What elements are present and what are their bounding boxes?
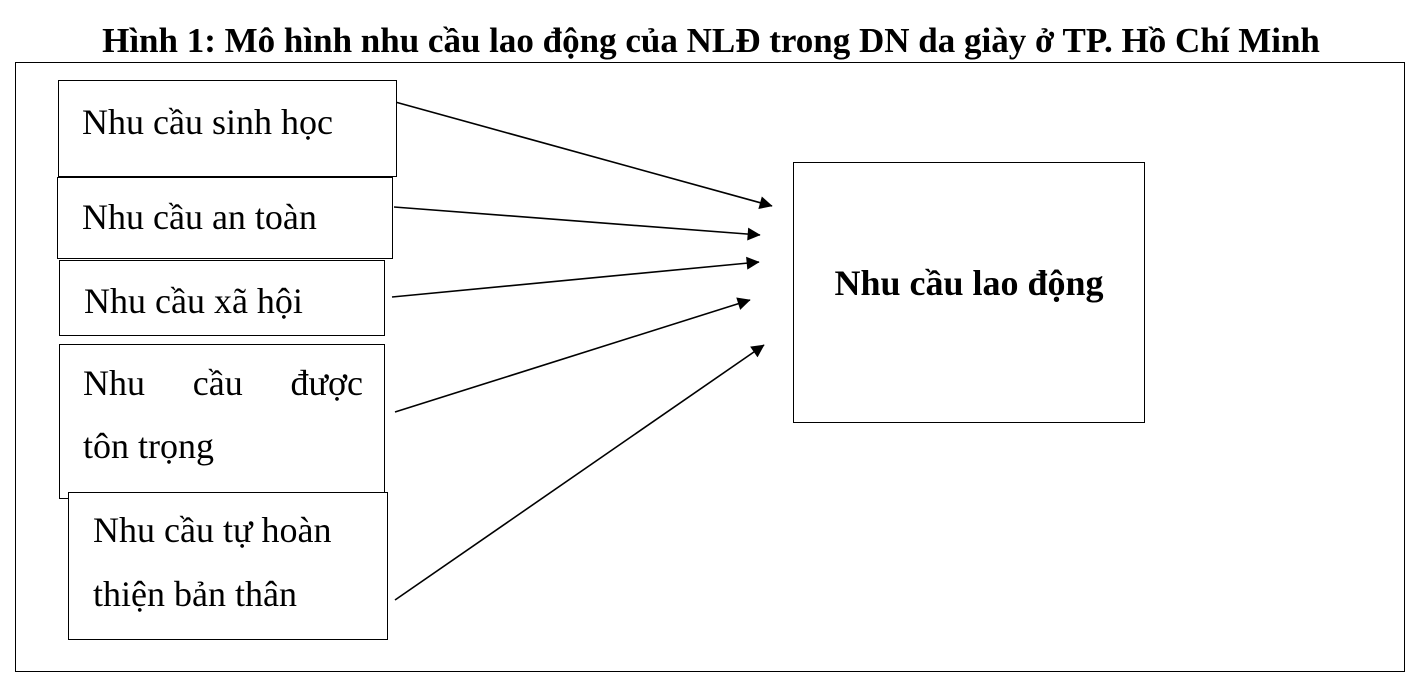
need-label-esteem-line-1: Nhu cầu được [83,363,363,403]
need-box-biological: Nhu cầu sinh học [58,80,397,177]
figure-title: Hình 1: Mô hình nhu cầu lao động của NLĐ… [102,21,1320,60]
target-box-labour-need: Nhu cầu lao động [793,162,1145,423]
need-box-self-actualization: Nhu cầu tự hoàn thiện bản thân [68,492,388,640]
need-label-safety: Nhu cầu an toàn [82,197,317,237]
target-label: Nhu cầu lao động [834,263,1104,303]
need-label-esteem-line-2: tôn trọng [83,426,214,466]
need-label-self-actualization-line-2: thiện bản thân [93,574,297,614]
diagram-frame [15,62,1405,672]
need-label-self-actualization-line-1: Nhu cầu tự hoàn [93,510,332,550]
need-label-social: Nhu cầu xã hội [84,281,303,321]
need-box-safety: Nhu cầu an toàn [57,177,393,259]
need-box-social: Nhu cầu xã hội [59,260,385,336]
need-box-esteem: Nhu cầu được tôn trọng [59,344,385,499]
need-label-biological: Nhu cầu sinh học [82,102,333,142]
